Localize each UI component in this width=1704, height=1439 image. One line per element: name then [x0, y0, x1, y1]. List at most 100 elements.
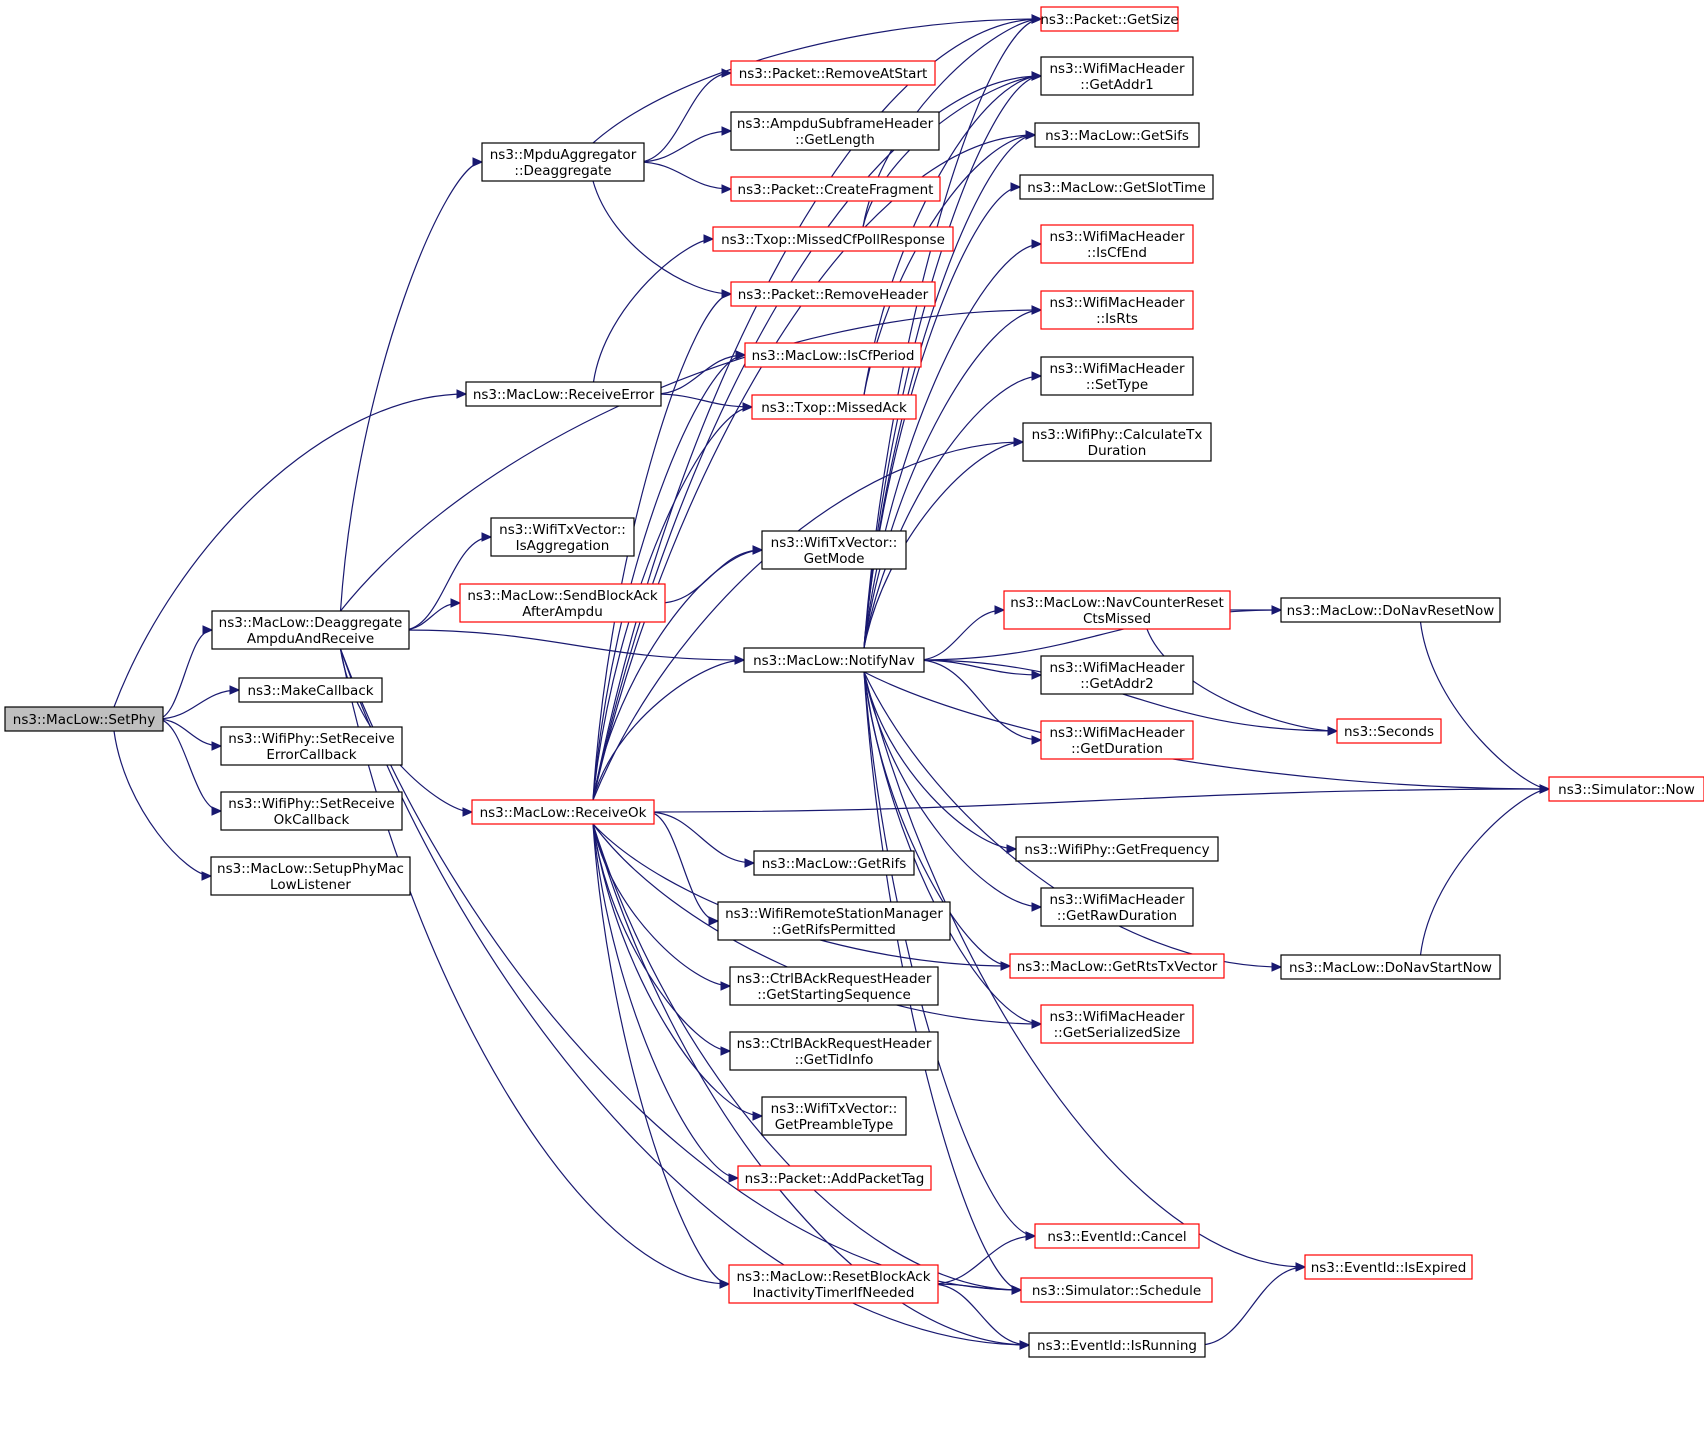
node-label-setphy-line0: ns3::MacLow::SetPhy — [13, 712, 155, 728]
node-getstartseq[interactable]: ns3::CtrlBAckRequestHeader::GetStartingS… — [729, 966, 939, 1006]
node-box-getaddr1 — [1040, 56, 1194, 96]
node-box-getfreq — [1015, 836, 1219, 862]
node-removeheader[interactable]: ns3::Packet::RemoveHeader — [730, 281, 936, 307]
node-label-gettidinfo-line0: ns3::CtrlBAckRequestHeader — [737, 1036, 932, 1052]
node-box-isagg — [490, 517, 635, 557]
node-label-getsize-line0: ns3::Packet::GetSize — [1040, 12, 1178, 28]
node-settype[interactable]: ns3::WifiMacHeader::SetType — [1040, 356, 1194, 396]
edge-notifynav-to-schedule — [863, 671, 1022, 1291]
edge-receiveok-to-addpackettag — [592, 823, 739, 1179]
node-isexpired[interactable]: ns3::EventId::IsExpired — [1304, 1254, 1473, 1280]
node-getpreamble[interactable]: ns3::WifiTxVector::GetPreambleType — [761, 1096, 907, 1136]
edge-notifynav-to-iscfend-arrowhead — [1031, 239, 1043, 249]
edge-resetblockack-to-cancel — [931, 1235, 1036, 1285]
node-schedule[interactable]: ns3::Simulator::Schedule — [1020, 1277, 1213, 1303]
edge-missedack-to-getaddr1 — [863, 75, 1042, 396]
node-receiveok[interactable]: ns3::MacLow::ReceiveOk — [471, 799, 655, 825]
node-box-getserial — [1040, 1004, 1194, 1044]
edge-receiveok-to-getserial — [592, 823, 1042, 1025]
node-label-sendblockack-line1: AfterAmpdu — [522, 604, 603, 620]
node-box-setrecverr — [220, 726, 403, 766]
node-gettidinfo[interactable]: ns3::CtrlBAckRequestHeader::GetTidInfo — [729, 1031, 939, 1071]
node-getlength[interactable]: ns3::AmpduSubframeHeader::GetLength — [730, 111, 940, 151]
edge-notifynav-to-calctx — [863, 441, 1024, 649]
node-getaddr1[interactable]: ns3::WifiMacHeader::GetAddr1 — [1040, 56, 1194, 96]
node-addpackettag[interactable]: ns3::Packet::AddPacketTag — [737, 1165, 932, 1191]
node-label-isrts-line0: ns3::WifiMacHeader — [1049, 295, 1185, 311]
node-removeatstart[interactable]: ns3::Packet::RemoveAtStart — [730, 60, 936, 86]
node-missedack[interactable]: ns3::Txop::MissedAck — [751, 394, 917, 420]
edge-receiveok-to-addpackettag-arrowhead — [728, 1173, 740, 1183]
node-getsifs[interactable]: ns3::MacLow::GetSifs — [1034, 122, 1200, 148]
node-label-gettidinfo-line1: ::GetTidInfo — [795, 1052, 874, 1068]
node-donavreset[interactable]: ns3::MacLow::DoNavResetNow — [1280, 597, 1501, 623]
edge-deagg_recv-to-sendblockack-arrowhead — [450, 598, 462, 608]
node-rifsperm[interactable]: ns3::WifiRemoteStationManager::GetRifsPe… — [717, 901, 951, 941]
node-getmode[interactable]: ns3::WifiTxVector::GetMode — [761, 530, 907, 570]
edge-receiveok-to-removeheader-arrowhead — [721, 289, 733, 299]
node-label-donavstart-line0: ns3::MacLow::DoNavStartNow — [1289, 960, 1492, 976]
edge-notifynav-to-getserial-arrowhead — [1031, 1019, 1043, 1029]
node-box-deagg_recv — [211, 610, 410, 650]
node-label-removeatstart-line0: ns3::Packet::RemoveAtStart — [739, 66, 928, 82]
node-iscfperiod[interactable]: ns3::MacLow::IsCfPeriod — [744, 342, 922, 368]
node-label-missedcf-line0: ns3::Txop::MissedCfPollResponse — [721, 232, 945, 248]
node-resetblockack[interactable]: ns3::MacLow::ResetBlockAckInactivityTime… — [728, 1264, 939, 1304]
node-iscfend[interactable]: ns3::WifiMacHeader::IsCfEnd — [1040, 224, 1194, 264]
node-label-getlength-line1: ::GetLength — [795, 132, 875, 148]
node-getrawdur[interactable]: ns3::WifiMacHeader::GetRawDuration — [1040, 887, 1194, 927]
edge-notifynav-to-isexpired — [863, 671, 1306, 1268]
node-missedcf[interactable]: ns3::Txop::MissedCfPollResponse — [712, 226, 954, 252]
node-cancel[interactable]: ns3::EventId::Cancel — [1034, 1223, 1200, 1249]
node-box-settype — [1040, 356, 1194, 396]
edge-setphy-to-setrecvok-arrowhead — [211, 806, 223, 816]
node-box-calctx — [1022, 422, 1212, 462]
node-box-rifsperm — [717, 901, 951, 941]
node-donavstart[interactable]: ns3::MacLow::DoNavStartNow — [1280, 954, 1501, 980]
node-createfrag[interactable]: ns3::Packet::CreateFragment — [730, 176, 941, 202]
node-getfreq[interactable]: ns3::WifiPhy::GetFrequency — [1015, 836, 1219, 862]
node-isagg[interactable]: ns3::WifiTxVector::IsAggregation — [490, 517, 635, 557]
node-seconds[interactable]: ns3::Seconds — [1336, 718, 1442, 744]
node-getsize[interactable]: ns3::Packet::GetSize — [1040, 6, 1179, 32]
node-mpdu_deagg[interactable]: ns3::MpduAggregator::Deaggregate — [481, 142, 645, 182]
node-label-isexpired-line0: ns3::EventId::IsExpired — [1311, 1260, 1467, 1276]
node-label-deagg_recv-line1: AmpduAndReceive — [247, 631, 374, 647]
node-label-sendblockack-line0: ns3::MacLow::SendBlockAck — [467, 588, 657, 604]
node-getserial[interactable]: ns3::WifiMacHeader::GetSerializedSize — [1040, 1004, 1194, 1044]
node-getaddr2[interactable]: ns3::WifiMacHeader::GetAddr2 — [1040, 655, 1194, 695]
node-isrts[interactable]: ns3::WifiMacHeader::IsRts — [1040, 290, 1194, 330]
edge-receiveok-to-getsize — [592, 18, 1042, 801]
edge-setphy-to-recverror — [113, 393, 467, 708]
node-box-setphy — [4, 706, 164, 732]
node-box-getaddr2 — [1040, 655, 1194, 695]
node-label-setrecvok-line1: OkCallback — [274, 812, 350, 828]
node-notifynav[interactable]: ns3::MacLow::NotifyNav — [743, 647, 925, 673]
node-getslottime[interactable]: ns3::MacLow::GetSlotTime — [1019, 174, 1214, 200]
edge-receiveok-to-getstartseq-arrowhead — [720, 981, 732, 991]
edge-notifynav-to-calctx-arrowhead — [1013, 437, 1025, 447]
node-makecb[interactable]: ns3::MakeCallback — [238, 677, 383, 703]
node-label-getrifs-line0: ns3::MacLow::GetRifs — [762, 856, 907, 872]
node-isrunning[interactable]: ns3::EventId::IsRunning — [1028, 1332, 1206, 1358]
edge-mpdu_deagg-to-removeatstart-arrowhead — [721, 68, 733, 78]
node-setphy[interactable]: ns3::MacLow::SetPhy — [4, 706, 164, 732]
node-box-addpackettag — [737, 1165, 932, 1191]
node-simnow[interactable]: ns3::Simulator::Now — [1548, 776, 1704, 802]
node-getduration[interactable]: ns3::WifiMacHeader::GetDuration — [1040, 720, 1194, 760]
node-getrifs[interactable]: ns3::MacLow::GetRifs — [753, 850, 915, 876]
edge-deagg_recv-to-isrts — [340, 309, 1042, 612]
node-getrtstx[interactable]: ns3::MacLow::GetRtsTxVector — [1009, 953, 1225, 979]
node-box-gettidinfo — [729, 1031, 939, 1071]
edge-notifynav-to-getsize — [863, 18, 1042, 649]
edge-notifynav-to-seconds — [917, 659, 1338, 732]
node-box-isexpired — [1304, 1254, 1473, 1280]
node-recverror[interactable]: ns3::MacLow::ReceiveError — [465, 381, 662, 407]
